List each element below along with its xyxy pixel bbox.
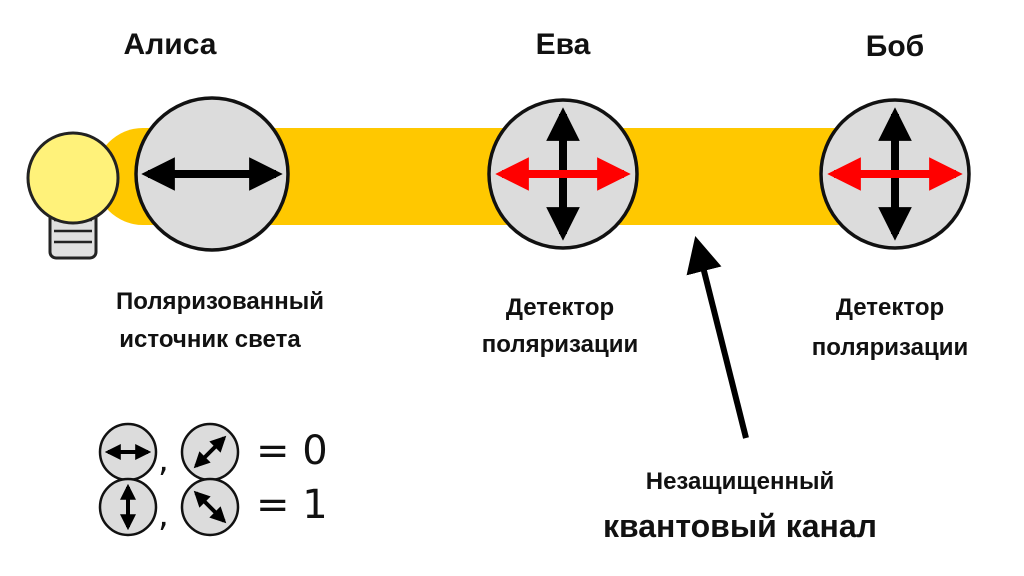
bob-detector-label-line2: поляризации xyxy=(811,334,969,361)
channel-label-line2: квантовый канал xyxy=(602,508,877,544)
legend-vertical-icon xyxy=(98,477,158,537)
light-bulb-icon xyxy=(26,131,120,260)
eve-detector-label-line1: Детектор xyxy=(505,294,615,321)
eve-detector-label-line2: поляризации xyxy=(481,331,639,358)
legend-row0-equation: = 0 xyxy=(256,428,328,474)
legend-row1-separator: , xyxy=(158,495,169,535)
source-label-line2: источник света xyxy=(119,326,301,353)
bob-label: Боб xyxy=(865,30,925,63)
legend-row0-separator: , xyxy=(158,440,169,480)
legend-horizontal-icon xyxy=(98,422,158,482)
alice-polarizer xyxy=(134,96,290,252)
alice-label: Алиса xyxy=(123,28,217,61)
source-label-line1: Поляризованный xyxy=(116,288,324,315)
legend-diagonal-45-icon xyxy=(180,422,240,482)
eve-label: Ева xyxy=(535,28,591,61)
bob-detector-label-line1: Детектор xyxy=(835,294,945,321)
legend-diagonal-135-icon xyxy=(180,477,240,537)
channel-label-line1: Незащищенный xyxy=(645,468,835,495)
eve-detector xyxy=(487,98,639,250)
channel-pointer-arrow xyxy=(686,236,749,439)
bob-detector xyxy=(819,98,971,250)
legend-row1-equation: = 1 xyxy=(256,482,328,528)
